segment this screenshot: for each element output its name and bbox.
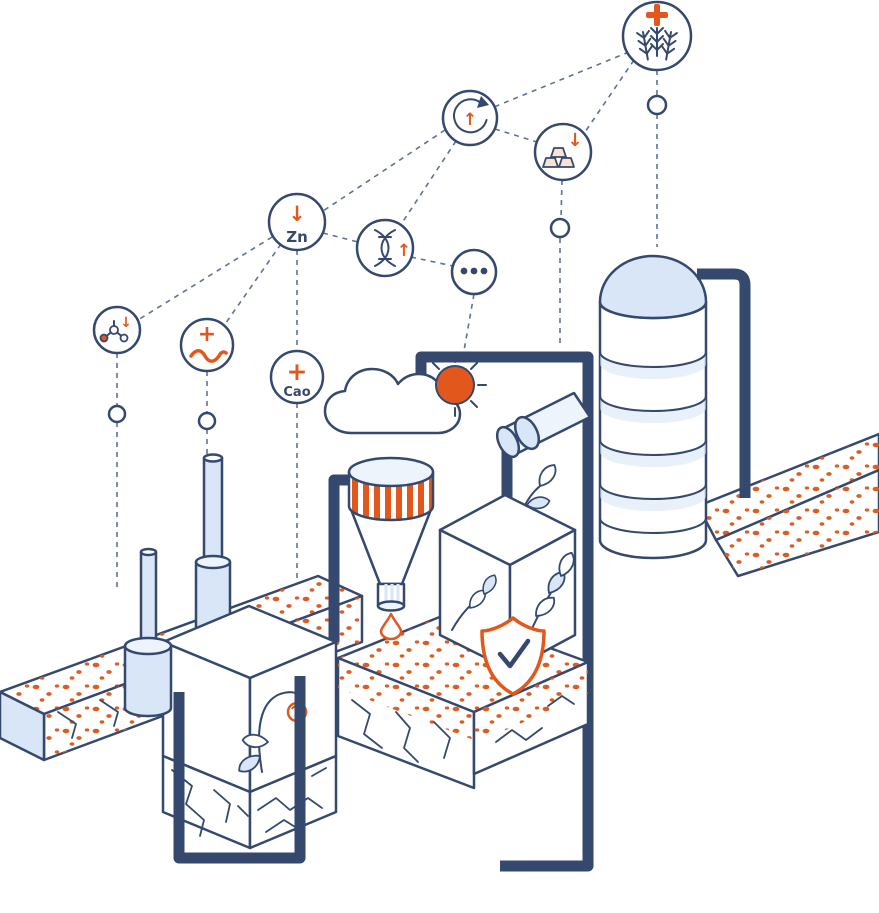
tower-body xyxy=(598,300,708,560)
soil-end-face xyxy=(0,690,46,762)
tower-outlet-pipe xyxy=(697,268,751,498)
down-arrow-icon: ↓ xyxy=(288,202,306,226)
soil-cracks xyxy=(351,695,575,763)
storage-tower xyxy=(598,254,751,560)
cloud-icon xyxy=(323,367,462,435)
tower-rings xyxy=(599,351,707,534)
factory-building xyxy=(123,453,338,794)
up-arrow-icon: ↑ xyxy=(463,110,477,130)
gold-bars-icon xyxy=(542,147,575,168)
building-soil xyxy=(161,754,338,850)
up-arrow-icon: ↑ xyxy=(397,241,411,261)
worm-plus-node: + xyxy=(179,317,235,373)
leaf-branch-left xyxy=(451,573,502,631)
sun-rays xyxy=(432,353,487,417)
plus-icon xyxy=(646,4,668,26)
protection-shield xyxy=(480,616,546,696)
gold-bars-down-node: ↓ xyxy=(533,122,593,182)
soil-front-right-face xyxy=(248,754,338,850)
small-chimney xyxy=(139,547,158,650)
roller-pipe xyxy=(495,391,592,459)
funnel-rim-top xyxy=(347,456,435,488)
node-circle xyxy=(179,317,235,373)
recycle-arrows-icon xyxy=(453,96,489,134)
funnel xyxy=(347,456,435,641)
funnel-spout xyxy=(376,582,406,612)
soil-dots xyxy=(338,658,474,740)
connector-dot xyxy=(646,94,668,116)
plus-icon: + xyxy=(198,322,216,347)
roller-flange xyxy=(513,415,541,451)
chimney-stack xyxy=(139,550,158,650)
water-droplet-icon xyxy=(379,612,403,641)
tank-top xyxy=(123,636,173,656)
node-circle xyxy=(267,192,327,252)
node-circle xyxy=(269,349,325,405)
small-tank xyxy=(123,636,173,718)
chimney-stack xyxy=(202,456,224,566)
worm-icon xyxy=(189,349,228,363)
soil-dots xyxy=(716,470,879,576)
funnel-cone xyxy=(350,510,432,586)
leaf-icon xyxy=(532,462,562,488)
connector-dot xyxy=(107,404,127,424)
icon-nodes: ↑ ↓ ↓ Zn ↑ xyxy=(92,0,693,431)
molecule-down-node: ↓ xyxy=(92,305,142,355)
shield-badge xyxy=(480,616,546,696)
connector-dot xyxy=(197,411,217,431)
down-arrow-icon: ↓ xyxy=(567,130,582,151)
chimney-top xyxy=(202,453,224,463)
connector-dot xyxy=(549,217,571,239)
tank-body xyxy=(123,644,173,718)
soil-dots xyxy=(474,662,588,744)
funnel-rim xyxy=(347,456,435,522)
ellipsis-icon xyxy=(460,267,488,275)
right-soil xyxy=(696,432,879,578)
ellipsis-node xyxy=(450,248,498,296)
weather xyxy=(323,353,487,435)
sun-icon xyxy=(435,365,475,405)
cao-node: + Cao xyxy=(269,349,325,405)
chimney-top xyxy=(139,547,158,557)
molecule-icon xyxy=(99,320,129,343)
wheat-plus-node xyxy=(621,0,693,72)
zinc-label: Zn xyxy=(286,228,308,246)
funnel-stripes xyxy=(352,472,433,520)
soil-cracks xyxy=(57,699,119,739)
soil-dots xyxy=(698,434,879,540)
down-arrow-icon: ↓ xyxy=(120,315,132,331)
plus-icon: + xyxy=(287,357,308,386)
recycle-up-node: ↑ xyxy=(441,89,499,147)
dna-up-node: ↑ xyxy=(355,218,415,278)
node-circle xyxy=(355,218,415,278)
tower-dome xyxy=(598,254,708,320)
u-pipe xyxy=(173,676,306,864)
roller-end-cap xyxy=(495,425,521,459)
zinc-node: ↓ Zn xyxy=(267,192,327,252)
dna-icon xyxy=(374,229,396,267)
cao-label: Cao xyxy=(283,385,310,400)
check-mark-icon xyxy=(497,638,531,669)
